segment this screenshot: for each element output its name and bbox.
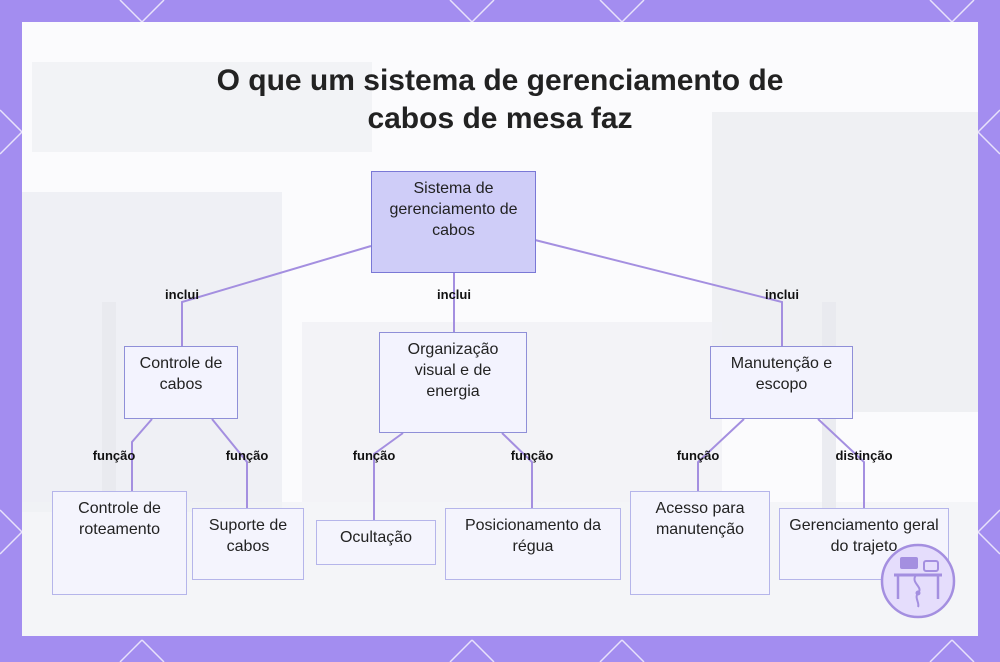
- branch-node-2-label: Organização visual e de energia: [407, 341, 499, 400]
- edge-branch-2-leaf-1: [373, 432, 404, 520]
- root-node: Sistema de gerenciamento de cabos: [371, 171, 536, 273]
- leaf-node-1-2: Suporte de cabos: [192, 508, 304, 580]
- desk-cable-logo-icon: [880, 543, 956, 619]
- root-node-label: Sistema de gerenciamento de cabos: [389, 180, 518, 239]
- diagram-edges: [131, 239, 865, 520]
- edge-label-root-branch-2: inclui: [437, 287, 471, 302]
- edge-branch-3-leaf-2: [817, 418, 865, 508]
- branch-node-3: Manutenção e escopo: [710, 346, 853, 419]
- title-line-1: O que um sistema de gerenciamento de: [216, 64, 784, 97]
- leaf-node-3-1: Acesso para manutenção: [630, 491, 770, 595]
- edge-root-branch-1: [181, 245, 372, 346]
- leaf-node-3-2-label: Gerenciamento geral do trajeto: [789, 517, 939, 555]
- leaf-node-2-1: Ocultação: [316, 520, 436, 565]
- edge-branch-1-leaf-1: [131, 418, 153, 491]
- edge-label-leaf-3-1: função: [676, 448, 720, 463]
- diagram-card: O que um sistema de gerenciamento de cab…: [22, 22, 978, 636]
- branch-node-3-label: Manutenção e escopo: [730, 355, 833, 393]
- edge-label-leaf-3-2: distinção: [835, 448, 893, 463]
- edge-root-branch-3: [534, 239, 783, 346]
- diagram-title: O que um sistema de gerenciamento de cab…: [22, 62, 978, 138]
- edge-label-leaf-2-1: função: [352, 448, 396, 463]
- leaf-node-1-1-label: Controle de roteamento: [78, 500, 161, 538]
- leaf-node-2-1-label: Ocultação: [339, 529, 413, 546]
- edge-label-leaf-1-2: função: [225, 448, 269, 463]
- edge-branch-2-leaf-2: [501, 432, 533, 508]
- leaf-node-2-2-label: Posicionamento da régua: [464, 517, 602, 555]
- edge-branch-3-leaf-1: [697, 418, 745, 491]
- branch-node-1-label: Controle de cabos: [139, 355, 223, 393]
- edge-label-root-branch-3: inclui: [765, 287, 799, 302]
- edge-label-leaf-2-2: função: [510, 448, 554, 463]
- leaf-node-2-2: Posicionamento da régua: [445, 508, 621, 580]
- leaf-node-1-2-label: Suporte de cabos: [208, 517, 288, 555]
- leaf-node-3-1-label: Acesso para manutenção: [655, 500, 745, 538]
- edge-branch-1-leaf-2: [211, 418, 248, 508]
- branch-node-2: Organização visual e de energia: [379, 332, 527, 433]
- edge-label-leaf-1-1: função: [92, 448, 136, 463]
- branch-node-1: Controle de cabos: [124, 346, 238, 419]
- edge-label-root-branch-1: inclui: [165, 287, 199, 302]
- leaf-node-1-1: Controle de roteamento: [52, 491, 187, 595]
- title-line-2: cabos de mesa faz: [367, 102, 633, 135]
